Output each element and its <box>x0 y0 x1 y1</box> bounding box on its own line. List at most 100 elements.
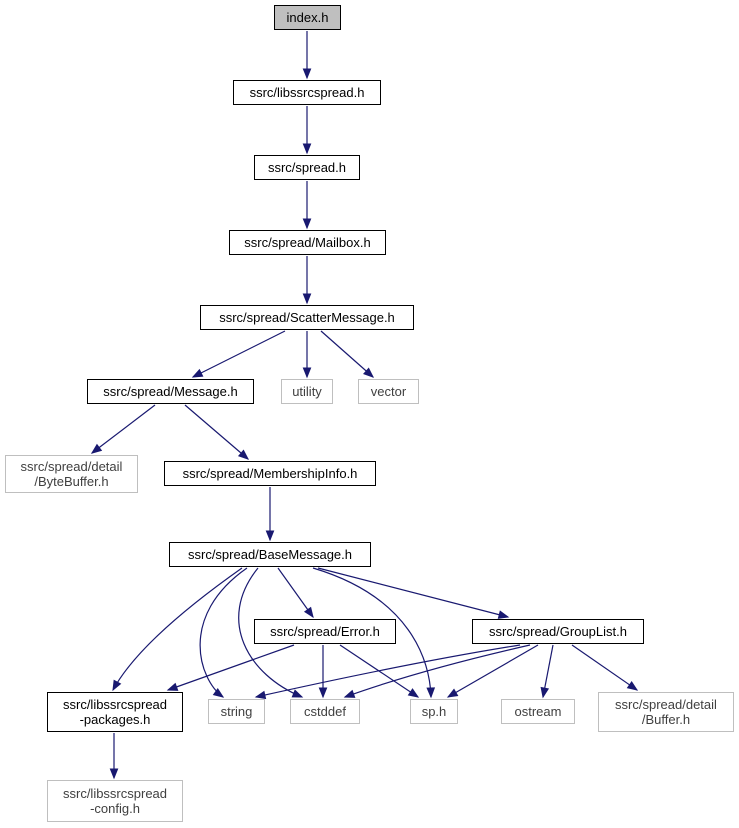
edge-basemessage_h-to-grouplist_h <box>317 567 510 619</box>
node-label: ssrc/spread.h <box>267 160 347 175</box>
edge-packages_h-to-config_h <box>109 733 119 780</box>
arrowhead-icon <box>626 681 639 691</box>
node-label: ssrc/libssrcspread -packages.h <box>62 697 168 727</box>
node-ostream: ostream <box>501 699 575 724</box>
node-label: utility <box>292 384 322 399</box>
node-index-h: index.h <box>274 5 341 30</box>
edge-error_h-to-packages_h <box>166 644 295 691</box>
edge-line <box>317 567 509 618</box>
edge-line <box>91 404 156 454</box>
node-label: ssrc/spread/MembershipInfo.h <box>182 466 358 481</box>
edge-message_h-to-bytebuffer_h <box>90 404 156 454</box>
edge-grouplist_h-to-buffer_h <box>571 644 639 691</box>
node-label: ssrc/libssrcspread -config.h <box>62 786 168 816</box>
edge-line <box>277 567 314 618</box>
node-buffer-h: ssrc/spread/detail /Buffer.h <box>598 692 734 732</box>
node-libssrcspread-h[interactable]: ssrc/libssrcspread.h <box>233 80 381 105</box>
edge-grouplist_h-to-cstddef <box>343 644 531 698</box>
edge-grouplist_h-to-ostream <box>540 644 554 699</box>
arrowhead-icon <box>237 449 250 460</box>
arrowhead-icon <box>302 68 312 80</box>
edge-mailbox_h-to-scattermessage_h <box>302 256 312 305</box>
edge-grouplist_h-to-sp_h <box>446 644 539 698</box>
node-label: ssrc/spread/Error.h <box>270 624 380 639</box>
node-string: string <box>208 699 265 724</box>
arrowhead-icon <box>90 443 103 454</box>
edge-line <box>112 567 243 691</box>
node-scattermessage-h[interactable]: ssrc/spread/ScatterMessage.h <box>200 305 414 330</box>
arrowhead-icon <box>302 218 312 230</box>
edge-line <box>320 330 374 378</box>
node-cstddef: cstddef <box>290 699 360 724</box>
node-label: ssrc/libssrcspread.h <box>249 85 365 100</box>
arrowhead-icon <box>540 686 550 699</box>
edge-line <box>184 404 249 460</box>
arrowhead-icon <box>318 687 328 699</box>
node-label: cstddef <box>304 704 346 719</box>
node-label: ssrc/spread/GroupList.h <box>488 624 627 639</box>
arrowhead-icon <box>497 610 510 619</box>
node-sp-h: sp.h <box>410 699 458 724</box>
node-label: string <box>220 704 253 719</box>
edge-scattermessage_h-to-utility <box>302 331 312 379</box>
edge-line <box>238 567 303 698</box>
arrowhead-icon <box>109 768 119 780</box>
arrowhead-icon <box>254 690 267 700</box>
edge-line <box>199 567 248 698</box>
arrowhead-icon <box>302 143 312 155</box>
node-basemessage-h[interactable]: ssrc/spread/BaseMessage.h <box>169 542 371 567</box>
edge-basemessage_h-to-string <box>199 567 248 698</box>
node-message-h[interactable]: ssrc/spread/Message.h <box>87 379 254 404</box>
edge-line <box>255 644 521 698</box>
node-config-h: ssrc/libssrcspread -config.h <box>47 780 183 822</box>
edge-membershipinfo_h-to-basemessage_h <box>265 487 275 542</box>
edge-message_h-to-membershipinfo_h <box>184 404 250 460</box>
edge-error_h-to-cstddef <box>318 645 328 699</box>
arrowhead-icon <box>212 687 225 698</box>
edge-spread_h-to-mailbox_h <box>302 181 312 230</box>
node-grouplist-h[interactable]: ssrc/spread/GroupList.h <box>472 619 644 644</box>
arrowhead-icon <box>302 367 312 379</box>
node-packages-h[interactable]: ssrc/libssrcspread -packages.h <box>47 692 183 732</box>
edge-grouplist_h-to-string <box>254 644 521 700</box>
edge-line <box>192 330 286 378</box>
node-label: ssrc/spread/BaseMessage.h <box>187 547 353 562</box>
arrowhead-icon <box>363 367 375 378</box>
arrowhead-icon <box>446 688 459 698</box>
arrowhead-icon <box>191 368 204 378</box>
node-label: sp.h <box>421 704 447 719</box>
node-mailbox-h[interactable]: ssrc/spread/Mailbox.h <box>229 230 386 255</box>
node-label: ssrc/spread/detail /ByteBuffer.h <box>20 459 123 489</box>
node-spread-h[interactable]: ssrc/spread.h <box>254 155 360 180</box>
arrowhead-icon <box>291 689 304 698</box>
node-bytebuffer-h: ssrc/spread/detail /ByteBuffer.h <box>5 455 138 493</box>
node-label: index.h <box>286 10 329 25</box>
edge-libssrcspread_h-to-spread_h <box>302 106 312 155</box>
node-label: ssrc/spread/Mailbox.h <box>244 235 371 250</box>
edge-basemessage_h-to-error_h <box>277 567 314 619</box>
edge-line <box>571 644 638 691</box>
arrowhead-icon <box>303 606 314 619</box>
node-label: ssrc/spread/ScatterMessage.h <box>219 310 395 325</box>
arrowhead-icon <box>166 682 179 691</box>
edge-line <box>344 644 531 698</box>
node-label: ostream <box>514 704 562 719</box>
edge-line <box>312 567 432 698</box>
edge-line <box>167 644 295 691</box>
edge-line <box>447 644 539 698</box>
node-utility: utility <box>281 379 333 404</box>
arrowhead-icon <box>407 688 420 698</box>
edge-scattermessage_h-to-message_h <box>191 330 286 378</box>
edge-basemessage_h-to-packages_h <box>112 567 243 692</box>
arrowhead-icon <box>302 293 312 305</box>
node-membershipinfo-h[interactable]: ssrc/spread/MembershipInfo.h <box>164 461 376 486</box>
node-error-h[interactable]: ssrc/spread/Error.h <box>254 619 396 644</box>
arrowhead-icon <box>112 679 122 692</box>
edge-scattermessage_h-to-vector <box>320 330 375 378</box>
edge-basemessage_h-to-cstddef <box>238 567 304 698</box>
arrowhead-icon <box>426 687 436 699</box>
arrowhead-icon <box>343 689 356 698</box>
edge-index_h-to-libssrcspread_h <box>302 31 312 80</box>
